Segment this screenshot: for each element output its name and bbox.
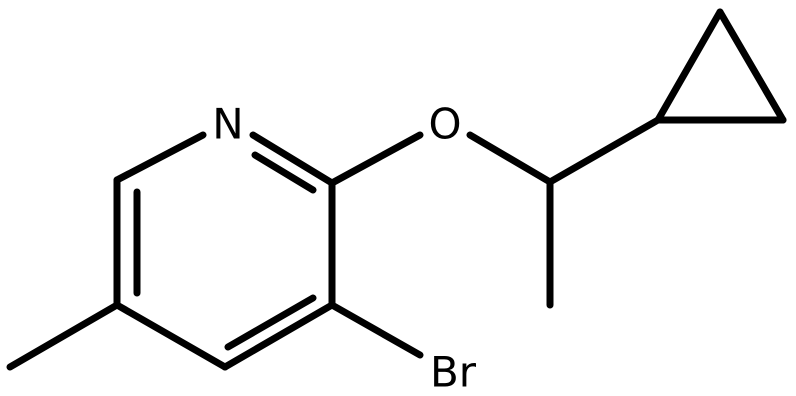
bond-c3-c4: [221, 301, 336, 371]
bond-cp2-cp3: [716, 8, 787, 124]
cyclopropyl-ring: [654, 8, 787, 124]
bond-c4-c5: [113, 301, 229, 371]
bond-c6-n1: [113, 131, 207, 184]
bond-methyl: [6, 301, 121, 371]
bond-n1-c2-inner: [251, 151, 317, 194]
bond-c3-c4-inner: [224, 294, 317, 351]
bond-c3-br: [328, 301, 424, 359]
bond-c2-o: [328, 131, 424, 187]
bond-ch-cyclopropyl: [546, 116, 662, 186]
bond-o-ch: [466, 131, 554, 186]
atom-label-oxygen: O: [428, 100, 461, 149]
bond-n1-c2: [249, 131, 336, 187]
bond-cp1-cp2: [654, 8, 724, 124]
pyridine-ring: [113, 131, 336, 371]
atom-label-nitrogen: N: [212, 100, 243, 149]
atom-label-bromine: Br: [430, 348, 477, 396]
